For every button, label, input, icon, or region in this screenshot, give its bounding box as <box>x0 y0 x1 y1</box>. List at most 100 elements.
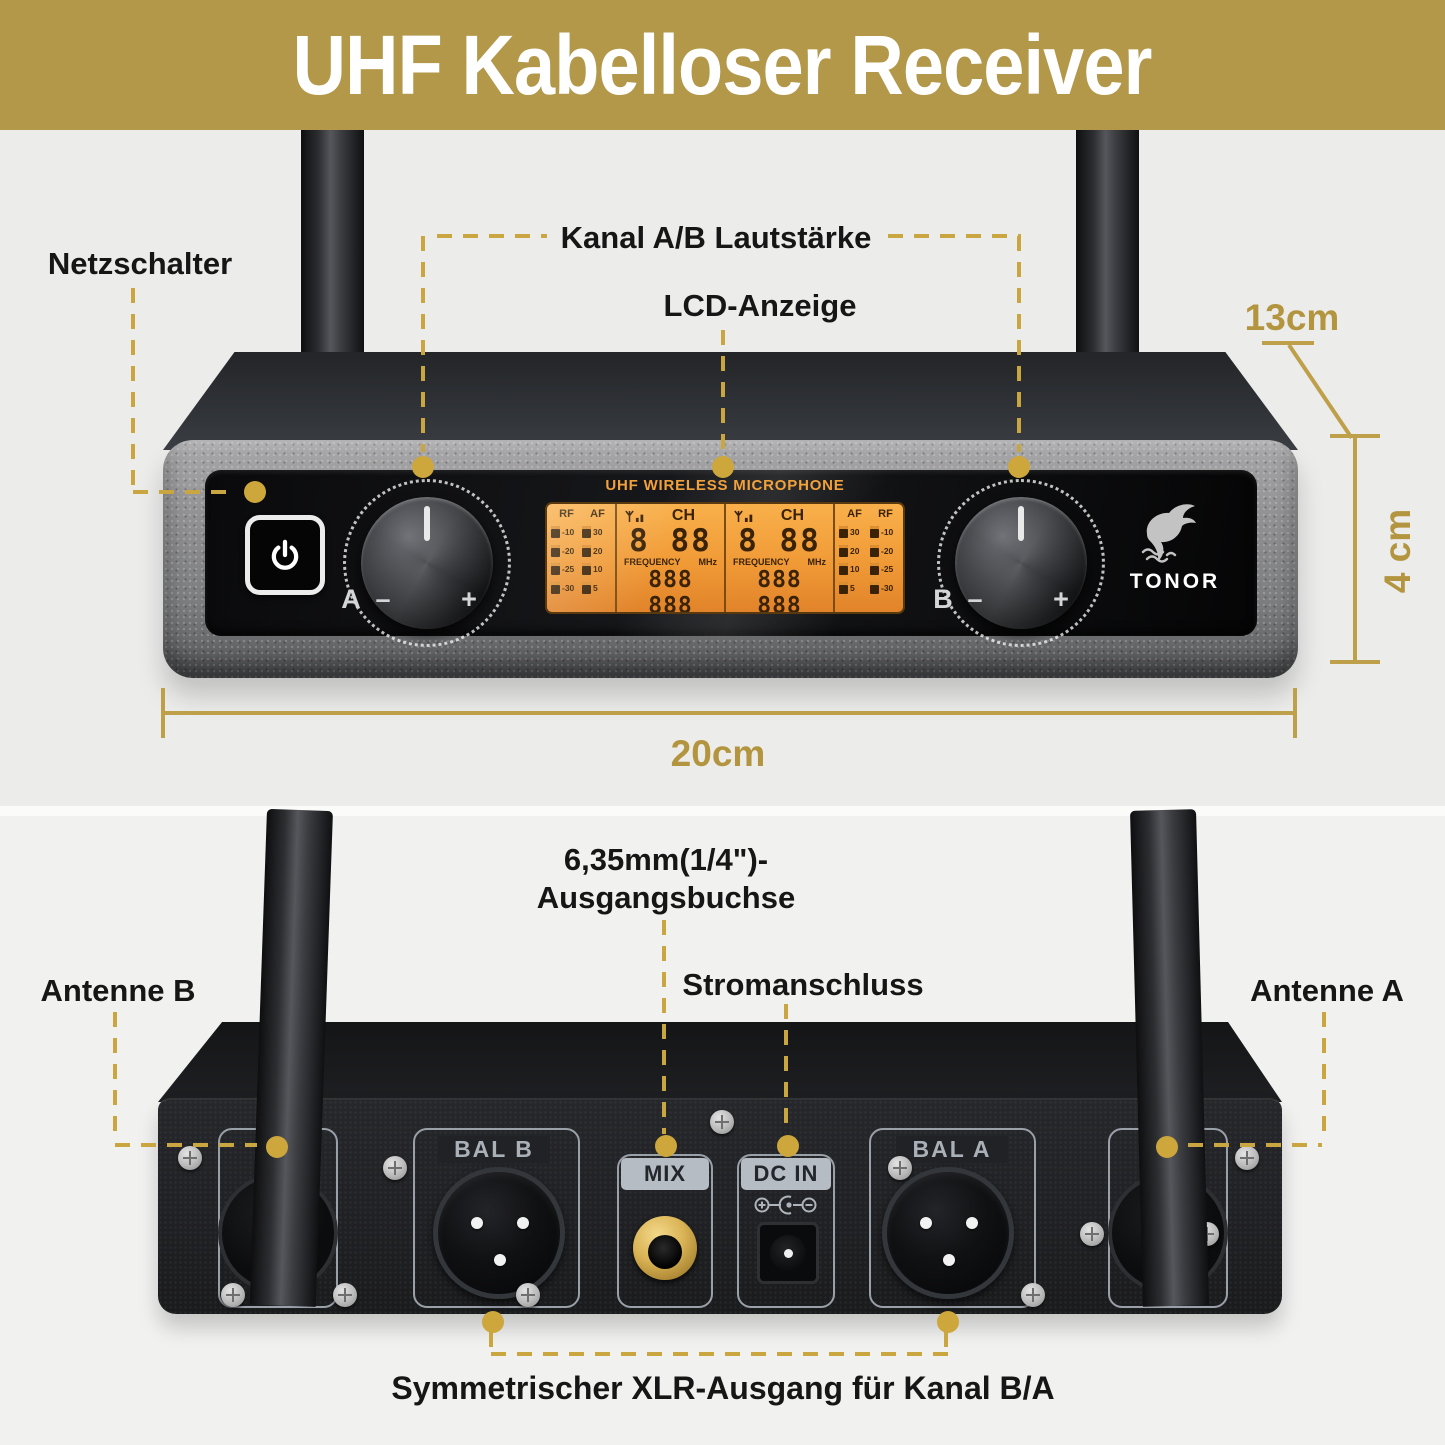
dc-in-jack <box>757 1222 819 1284</box>
port-label-dc-in: DC IN <box>741 1158 831 1190</box>
rear-antenna-a <box>1130 809 1209 1307</box>
callout-line <box>133 490 233 494</box>
label-lcd-display: LCD-Anzeige <box>663 288 857 323</box>
meter-bar-icon <box>551 563 560 575</box>
front-antenna-left <box>301 130 364 382</box>
xlr-connector-a <box>882 1167 1014 1299</box>
screw-icon <box>333 1283 357 1307</box>
rear-device-top-face <box>158 1022 1282 1102</box>
meter-bar-icon <box>839 544 848 557</box>
screw-icon <box>710 1110 734 1134</box>
callout-dot-power <box>244 481 266 503</box>
screw-icon <box>1021 1283 1045 1307</box>
channel-b-digits: 8 88 <box>738 523 821 559</box>
knob-a-pointer <box>424 506 430 541</box>
dimension-depth: 13cm <box>1244 297 1340 338</box>
lcd-meters-right: AF 30 20 10 5 RF -10 -20 -25 -30 <box>833 504 903 612</box>
label-xlr-output: Symmetrischer XLR-Ausgang für Kanal B/A <box>391 1370 1055 1406</box>
label-output-jack-line1: 6,35mm(1/4")- <box>563 842 769 877</box>
callout-line <box>944 1332 948 1358</box>
lcd-channel-a: CH 8 88 FREQUENCY MHz 888 888 <box>615 504 724 612</box>
screw-icon <box>888 1156 912 1180</box>
callout-line <box>113 1012 117 1138</box>
knob-a-minus: – <box>375 584 391 614</box>
dimension-height: 4 cm <box>1377 508 1418 594</box>
dimension-tick <box>1262 341 1314 345</box>
dimension-width-line <box>163 711 1297 715</box>
lcd-heading: UHF WIRELESS MICROPHONE <box>605 477 845 494</box>
dc-polarity-icon <box>753 1193 819 1217</box>
rear-section-bal-b <box>413 1128 580 1308</box>
callout-dot-antenna-a <box>1156 1136 1178 1158</box>
brand-name: TONOR <box>1129 570 1221 593</box>
channel-a-frequency-digits: 888 888 <box>648 567 693 614</box>
knob-a-plus: + <box>461 584 477 614</box>
callout-line <box>421 236 425 452</box>
title-banner: UHF Kabelloser Receiver <box>0 0 1445 130</box>
meter-bar-icon <box>870 563 879 575</box>
callout-line <box>1017 236 1021 452</box>
mix-output-jack <box>633 1216 697 1280</box>
callout-line <box>1322 1012 1326 1138</box>
af-meter-left: AF 30 20 10 5 <box>582 508 613 608</box>
page-title: UHF Kabelloser Receiver <box>293 17 1153 112</box>
port-label-bal-b: BAL B <box>438 1136 550 1163</box>
knob-b-minus: – <box>967 584 983 614</box>
af-meter-right: AF 30 20 10 5 <box>839 508 870 608</box>
callout-line <box>888 234 1021 238</box>
meter-bar-icon <box>551 544 560 557</box>
callout-line <box>491 1352 948 1356</box>
antenna-signal-icon <box>733 509 755 524</box>
callout-dot-xlr-a <box>937 1311 959 1333</box>
callout-line <box>662 920 666 1134</box>
screw-icon <box>383 1156 407 1180</box>
callout-line <box>721 330 725 452</box>
channel-a-digits: 8 88 <box>629 523 712 559</box>
label-power-switch: Netzschalter <box>47 246 233 281</box>
meter-bar-icon <box>551 526 560 538</box>
lcd-display: RF -10 -20 -25 -30 AF 30 20 10 5 <box>545 502 905 614</box>
dimension-width: 20cm <box>670 733 766 774</box>
meter-bar-icon <box>839 526 848 538</box>
xlr-connector-b <box>433 1167 565 1299</box>
section-divider <box>0 806 1445 816</box>
callout-line <box>489 1332 493 1358</box>
knob-b-tick-ring <box>937 479 1105 647</box>
power-button <box>245 515 325 595</box>
meter-bar-icon <box>551 581 560 594</box>
rear-section-bal-a <box>869 1128 1036 1308</box>
label-output-jack-line2: Ausgangsbuchse <box>536 880 796 915</box>
power-icon <box>266 536 304 574</box>
rear-device-face <box>158 1098 1282 1314</box>
knob-a-tick-ring <box>343 479 511 647</box>
callout-dot-knob-a <box>412 456 434 478</box>
meter-bar-icon <box>839 563 848 575</box>
meter-bar-icon <box>582 563 591 575</box>
rf-meter-left: RF -10 -20 -25 -30 <box>551 508 582 608</box>
meter-bar-icon <box>870 544 879 557</box>
callout-dot-xlr-b <box>482 1311 504 1333</box>
label-channel-volume: Kanal A/B Lautstärke <box>560 220 872 255</box>
screw-icon <box>178 1146 202 1170</box>
meter-bar-icon <box>582 544 591 557</box>
knob-a-label: A <box>341 584 361 614</box>
tonor-whale-icon <box>1133 500 1219 568</box>
callout-line <box>115 1143 257 1147</box>
port-label-mix: MIX <box>621 1158 709 1190</box>
antenna-signal-icon <box>624 509 646 524</box>
callout-dot-lcd <box>712 456 734 478</box>
callout-line <box>131 288 135 490</box>
knob-b-pointer <box>1018 506 1024 541</box>
callout-dot-dc-in <box>777 1135 799 1157</box>
lcd-meters-left: RF -10 -20 -25 -30 AF 30 20 10 5 <box>547 504 615 612</box>
callout-line <box>784 1004 788 1134</box>
front-device-top-face <box>163 352 1298 450</box>
knob-b-label: B <box>933 584 953 614</box>
meter-bar-icon <box>870 581 879 594</box>
callout-dot-antenna-b <box>266 1136 288 1158</box>
callout-line <box>437 234 547 238</box>
meter-bar-icon <box>870 526 879 538</box>
callout-dot-knob-b <box>1008 456 1030 478</box>
lcd-channel-b: CH 8 88 FREQUENCY MHz 888 888 <box>724 504 833 612</box>
